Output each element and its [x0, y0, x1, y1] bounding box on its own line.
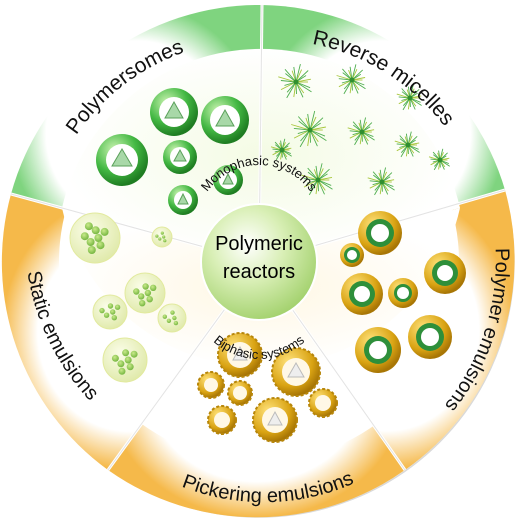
pickering-particle-icon	[207, 405, 237, 435]
static-emulsion-droplets	[69, 212, 187, 383]
vesicle-icon	[168, 185, 198, 215]
micelle-icon	[394, 131, 420, 158]
polymersome-vesicles	[96, 88, 249, 215]
center-sphere	[200, 203, 318, 321]
emulsion-droplet-icon	[424, 252, 466, 294]
polymer-emulsion-droplets	[340, 211, 466, 373]
vesicle-icon	[213, 165, 243, 195]
emulsion-droplet-icon	[355, 327, 401, 373]
micelle-icon	[301, 163, 333, 196]
static-droplet-icon	[92, 294, 128, 330]
emulsion-droplet-icon	[388, 278, 418, 308]
micelle-icon	[428, 148, 450, 171]
pickering-particles	[197, 332, 338, 443]
static-droplet-icon	[102, 337, 148, 383]
micelle-icon	[336, 64, 366, 95]
reverse-micelles-cluster	[270, 63, 450, 196]
pickering-particle-icon	[271, 347, 321, 397]
pickering-particle-icon	[197, 371, 225, 399]
micelle-icon	[347, 117, 375, 146]
pickering-particle-icon	[252, 397, 298, 443]
micelle-icon	[278, 63, 312, 99]
static-droplet-icon	[157, 303, 187, 333]
vesicle-icon	[150, 88, 198, 136]
emulsion-droplet-icon	[341, 273, 383, 315]
center-title-line1: Polymeric	[215, 233, 303, 255]
micelle-icon	[270, 138, 292, 161]
micelle-icon	[367, 167, 395, 196]
center-title-line2: reactors	[223, 261, 295, 283]
pickering-particle-icon	[227, 380, 253, 406]
emulsion-droplet-icon	[408, 315, 452, 359]
pickering-particle-icon	[308, 388, 338, 418]
static-droplet-icon	[124, 272, 166, 314]
static-droplet-icon	[69, 212, 121, 264]
emulsion-droplet-icon	[340, 243, 364, 267]
vesicle-icon	[163, 140, 197, 174]
micelle-icon	[396, 84, 422, 111]
static-droplet-icon	[151, 226, 173, 248]
micelle-icon	[291, 110, 327, 148]
vesicle-icon	[201, 96, 249, 144]
emulsion-droplet-icon	[358, 211, 402, 255]
vesicle-icon	[96, 134, 148, 186]
pickering-particle-icon	[217, 332, 263, 378]
